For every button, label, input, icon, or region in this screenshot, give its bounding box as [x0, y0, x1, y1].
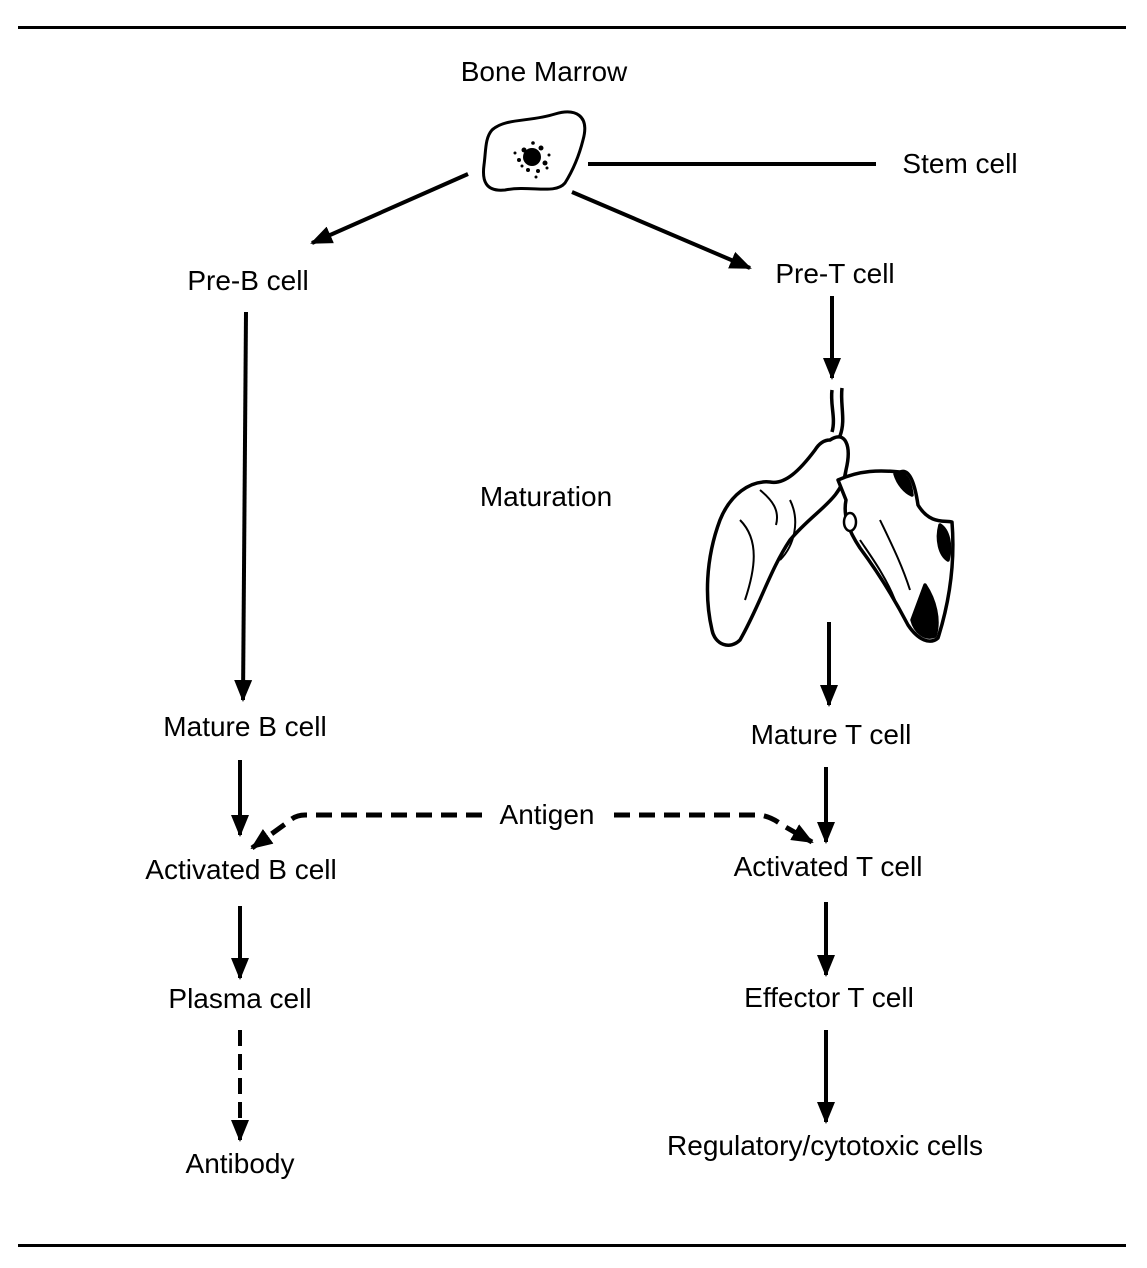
arrow-antigen-to-activatedb — [250, 812, 482, 851]
label-mature-t-cell: Mature T cell — [750, 719, 912, 750]
label-regulatory-cytotoxic-cells: Regulatory/cytotoxic cells — [667, 1130, 983, 1161]
label-antibody: Antibody — [185, 1148, 295, 1179]
thymus-icon — [705, 387, 955, 647]
label-maturation: Maturation — [479, 481, 613, 512]
label-stem-cell: Stem cell — [902, 148, 1018, 179]
label-plasma-cell: Plasma cell — [168, 983, 312, 1014]
arrow-stem-to-preb — [310, 172, 469, 245]
label-pre-t-cell: Pre-T cell — [775, 258, 895, 289]
label-activated-b-cell: Activated B cell — [145, 854, 337, 885]
stem-cell-nucleus — [513, 141, 551, 179]
arrow-preb-to-matureb — [234, 311, 253, 702]
label-activated-t-cell: Activated T cell — [733, 851, 923, 882]
arrow-stem-to-pret — [571, 190, 752, 270]
label-antigen: Antigen — [499, 799, 595, 830]
label-mature-b-cell: Mature B cell — [163, 711, 327, 742]
arrow-antigen-to-activatedt — [614, 812, 814, 845]
label-pre-b-cell: Pre-B cell — [187, 265, 309, 296]
label-effector-t-cell: Effector T cell — [744, 982, 914, 1013]
label-bone-marrow: Bone Marrow — [460, 56, 628, 87]
top-rule — [18, 26, 1126, 29]
stem-cell-icon — [482, 110, 587, 192]
bottom-rule — [18, 1244, 1126, 1247]
